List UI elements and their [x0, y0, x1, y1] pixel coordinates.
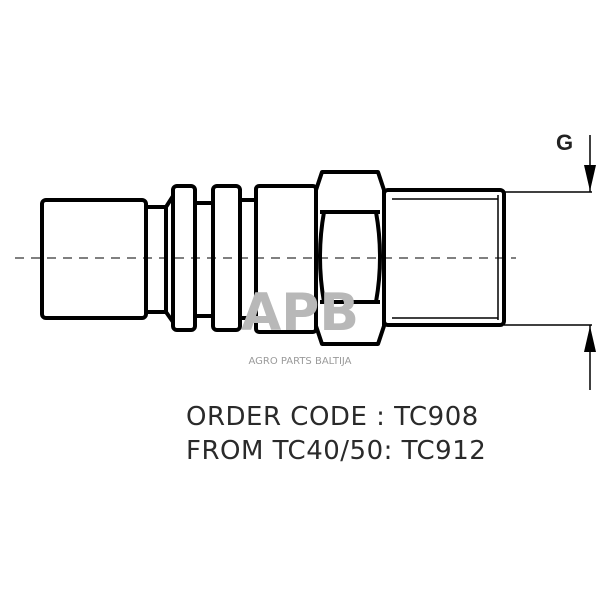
nipple-tip: [40, 198, 148, 320]
dim-arrow-down-icon: [584, 165, 596, 191]
order-info: ORDER CODE : TC908 FROM TC40/50: TC912: [186, 400, 486, 468]
watermark-text: AGRO PARTS BALTIJA: [248, 356, 351, 367]
order-code: ORDER CODE : TC908: [186, 402, 479, 432]
step-ring: [144, 205, 168, 314]
hex-nut: [314, 170, 386, 346]
groove-1: [193, 201, 215, 318]
dimension-label: G: [556, 130, 573, 155]
watermark-logo: APB: [241, 283, 359, 343]
dim-arrow-up-icon: [584, 326, 596, 352]
watermark: APB AGRO PARTS BALTIJA: [241, 283, 359, 367]
hex-curve-right: [374, 211, 382, 303]
alt-order-code: FROM TC40/50: TC912: [186, 436, 487, 466]
hex-curve-left: [318, 211, 326, 303]
